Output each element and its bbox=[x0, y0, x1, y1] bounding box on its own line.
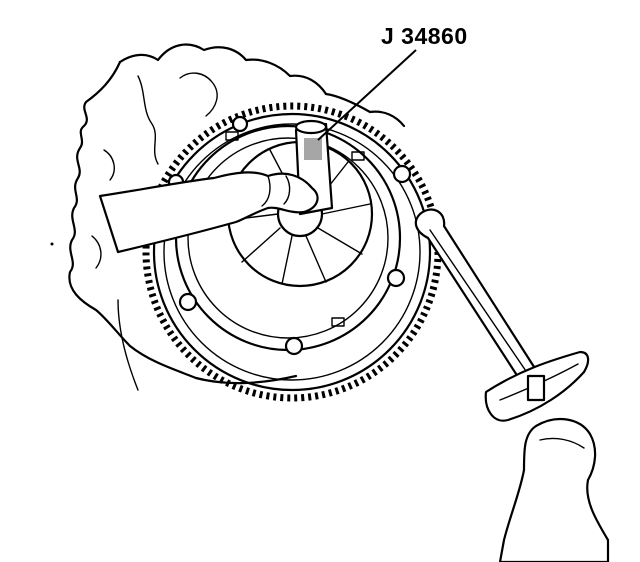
pressure-plate-cover bbox=[167, 115, 412, 356]
tool-callout-label: J 34860 bbox=[381, 23, 468, 49]
left-hand bbox=[98, 171, 319, 254]
engine-casting bbox=[50, 43, 406, 391]
right-hand bbox=[498, 418, 610, 562]
torque-wrench bbox=[414, 208, 590, 422]
callout-leader-line bbox=[317, 49, 417, 141]
